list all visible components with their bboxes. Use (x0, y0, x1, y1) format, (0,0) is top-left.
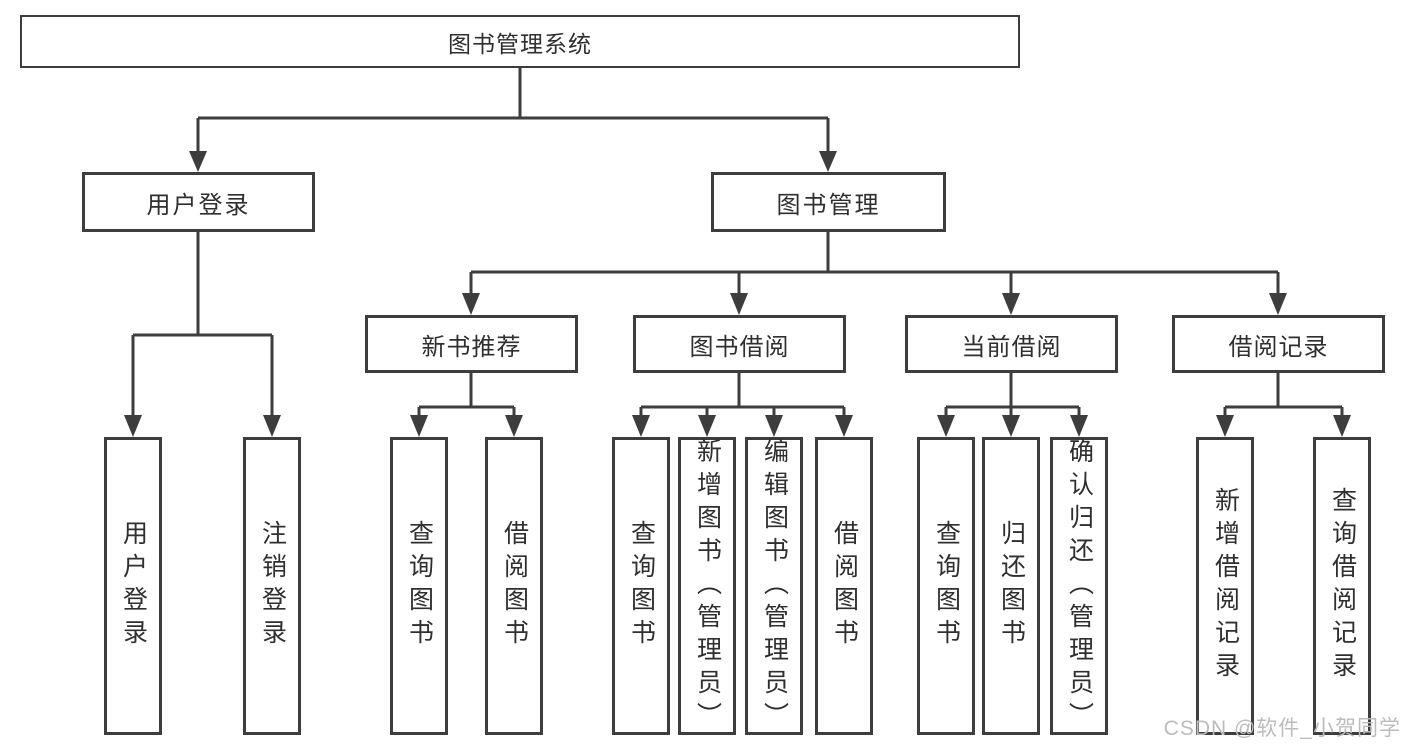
leaf-query-borrow-record-label: 查询借阅记录 (1328, 487, 1357, 685)
leaf-add-book-admin-label: 新增图书（管理员） (693, 437, 722, 735)
connector-user-login-branch (124, 232, 281, 437)
connector-book-borrow-branch (632, 373, 853, 437)
leaf-confirm-return-admin-label: 确认归还（管理员） (1065, 437, 1094, 735)
node-borrow-records: 借阅记录 (1172, 315, 1385, 373)
leaf-borrow-book: 借阅图书 (815, 437, 873, 735)
node-book-borrow: 图书借阅 (633, 315, 846, 373)
connector-current-borrow-branch (937, 373, 1088, 437)
leaf-edit-book-admin: 编辑图书（管理员） (745, 437, 803, 735)
connector-root-to-level2 (189, 68, 837, 172)
leaf-borrow-book-label: 借阅图书 (830, 520, 859, 652)
leaf-confirm-return-admin: 确认归还（管理员） (1050, 437, 1108, 735)
node-book-management: 图书管理 (711, 172, 946, 232)
connector-new-book-branch (410, 373, 523, 437)
leaf-borrow-book-recommend-label: 借阅图书 (500, 520, 529, 652)
connector-book-management-branch (462, 232, 1287, 315)
leaf-return-book-label: 归还图书 (997, 520, 1026, 652)
leaf-user-login: 用户登录 (104, 437, 162, 735)
leaf-logout-label: 注销登录 (258, 520, 287, 652)
leaf-query-book-current: 查询图书 (917, 437, 975, 735)
node-user-login: 用户登录 (82, 172, 315, 232)
watermark: CSDN @软件_小贺同学 (1163, 717, 1401, 740)
leaf-query-book-recommend-label: 查询图书 (405, 520, 434, 652)
leaf-add-borrow-record: 新增借阅记录 (1196, 437, 1254, 735)
node-library-management-system: 图书管理系统 (20, 15, 1020, 68)
leaf-query-borrow-record: 查询借阅记录 (1313, 437, 1371, 735)
leaf-query-book-borrow: 查询图书 (612, 437, 670, 735)
leaf-return-book: 归还图书 (982, 437, 1040, 735)
leaf-borrow-book-recommend: 借阅图书 (485, 437, 543, 735)
node-current-borrow: 当前借阅 (905, 315, 1118, 373)
leaf-query-book-borrow-label: 查询图书 (627, 520, 656, 652)
leaf-user-login-label: 用户登录 (119, 520, 148, 652)
connector-borrow-records-branch (1216, 373, 1351, 437)
leaf-add-borrow-record-label: 新增借阅记录 (1211, 487, 1240, 685)
node-new-book-recommend: 新书推荐 (365, 315, 578, 373)
leaf-query-book-current-label: 查询图书 (932, 520, 961, 652)
leaf-query-book-recommend: 查询图书 (390, 437, 448, 735)
leaf-add-book-admin: 新增图书（管理员） (678, 437, 736, 735)
leaf-logout: 注销登录 (243, 437, 301, 735)
leaf-edit-book-admin-label: 编辑图书（管理员） (760, 437, 789, 735)
